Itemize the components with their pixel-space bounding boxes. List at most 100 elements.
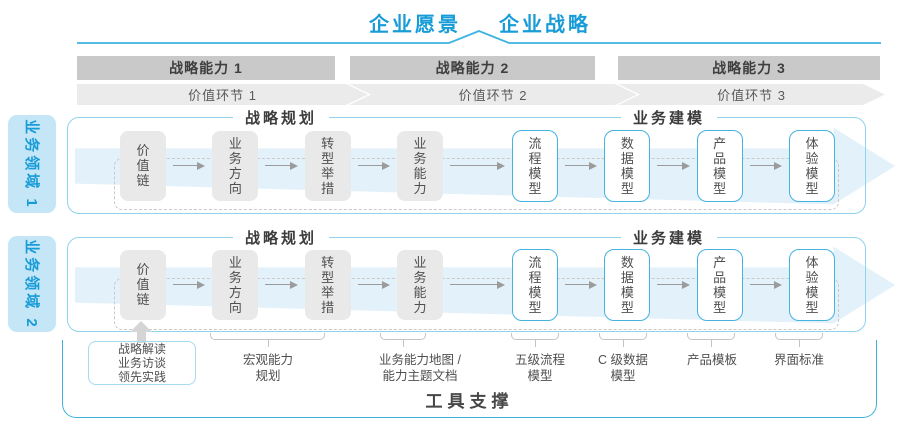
bracket-ui-standard bbox=[775, 333, 823, 347]
capability-bar-2-label: 战略能力 2 bbox=[435, 60, 510, 76]
modeling-header-1: 业务建模 bbox=[620, 107, 718, 128]
business-direction-box: 业务方向 bbox=[212, 249, 259, 320]
experience-model-box: 体验模型 bbox=[789, 248, 836, 321]
step-arrow-icon bbox=[258, 280, 304, 289]
step-arrow-icon bbox=[650, 280, 696, 289]
business-capability-box: 业务能力 bbox=[397, 130, 444, 201]
capability-bar-1-label: 战略能力 1 bbox=[169, 60, 243, 76]
annotation-line: 模型 bbox=[610, 369, 636, 383]
step-arrow-icon bbox=[743, 161, 789, 170]
experience-model-label: 体验模型 bbox=[805, 135, 819, 196]
annotation-line: 宏观能力 bbox=[242, 353, 294, 367]
annotation-line: 模型 bbox=[527, 369, 553, 383]
capability-bar-3: 战略能力 3 bbox=[618, 56, 880, 80]
peak-line-graphic bbox=[77, 30, 881, 44]
experience-model-label: 体验模型 bbox=[805, 254, 819, 315]
practice-line-1: 战略解读 bbox=[117, 342, 166, 356]
process-model-label: 流程模型 bbox=[528, 254, 542, 315]
business-capability-label: 业务能力 bbox=[413, 254, 427, 315]
data-model-box: 数据模型 bbox=[604, 129, 651, 202]
process-model-label: 流程模型 bbox=[528, 135, 542, 196]
annotation-macro-capability: 宏观能力 规划 bbox=[243, 352, 293, 384]
step-arrow-icon bbox=[558, 280, 604, 289]
business-direction-box: 业务方向 bbox=[212, 130, 259, 201]
business-capability-label: 业务能力 bbox=[413, 135, 427, 196]
planning-header-1: 战略规划 bbox=[232, 107, 330, 128]
bracket-process-model bbox=[511, 333, 559, 347]
annotation-ui-standard: 界面标准 bbox=[774, 352, 824, 368]
step-arrow-icon bbox=[558, 161, 604, 170]
data-model-label: 数据模型 bbox=[620, 254, 634, 315]
step-arrow-icon bbox=[743, 280, 789, 289]
transformation-label: 转型举措 bbox=[321, 135, 335, 196]
dashed-band-1 bbox=[114, 158, 839, 210]
annotation-line: 能力主题文档 bbox=[382, 369, 458, 383]
step-arrow-icon bbox=[650, 161, 696, 170]
practice-input-box: 战略解读 业务访谈 领先实践 bbox=[88, 341, 196, 385]
tools-support-label: 工具支撑 bbox=[425, 392, 514, 411]
step-arrow-icon bbox=[258, 161, 304, 170]
capability-bar-2: 战略能力 2 bbox=[350, 56, 595, 80]
value-chain-label: 价值链 bbox=[136, 262, 150, 307]
annotation-line: 产品模板 bbox=[686, 353, 738, 367]
domain-label-2-text: 业务领域 2 bbox=[22, 238, 40, 330]
annotation-line: 规划 bbox=[255, 369, 281, 383]
top-titles: 企业愿景 企业战略 bbox=[0, 8, 910, 37]
modeling-header-2: 业务建模 bbox=[620, 227, 718, 248]
domain-label-1-text: 业务领域 1 bbox=[22, 118, 40, 210]
experience-model-box: 体验模型 bbox=[789, 129, 836, 202]
capability-bar-1: 战略能力 1 bbox=[77, 56, 335, 80]
capability-bar-3-label: 战略能力 3 bbox=[712, 60, 786, 76]
business-domain-row-1: 战略规划 业务建模 价值链 业务方向 转型举措 业务能力 流程模型 数据模型 产… bbox=[67, 107, 866, 214]
step-arrow-icon bbox=[443, 280, 512, 289]
bracket-product-template bbox=[687, 333, 735, 347]
step-arrow-icon bbox=[166, 280, 212, 289]
process-chain-2: 价值链 业务方向 转型举措 业务能力 流程模型 数据模型 产品模型 体验模型 bbox=[120, 248, 836, 321]
process-model-box: 流程模型 bbox=[512, 248, 558, 321]
process-model-box: 流程模型 bbox=[512, 129, 558, 202]
product-model-box: 产品模型 bbox=[696, 248, 743, 321]
product-model-box: 产品模型 bbox=[696, 129, 743, 202]
bracket-macro-capability bbox=[210, 333, 325, 347]
bracket-capability-map bbox=[380, 333, 426, 347]
transformation-box: 转型举措 bbox=[304, 249, 351, 320]
annotation-product-template: 产品模板 bbox=[687, 352, 737, 368]
up-arrow-icon bbox=[130, 321, 152, 343]
value-link-2-label: 价值环节 2 bbox=[458, 88, 528, 103]
business-direction-label: 业务方向 bbox=[228, 135, 242, 196]
tools-support-container: 工具支撑 bbox=[62, 340, 877, 418]
transformation-label: 转型举措 bbox=[321, 254, 335, 315]
step-arrow-icon bbox=[351, 280, 397, 289]
annotation-capability-map: 业务能力地图 / 能力主题文档 bbox=[379, 352, 461, 384]
step-arrow-icon bbox=[351, 161, 397, 170]
value-link-3-label: 价值环节 3 bbox=[717, 88, 786, 103]
data-model-label: 数据模型 bbox=[620, 135, 634, 196]
annotation-data-model: C 级数据 模型 bbox=[598, 352, 648, 384]
transformation-box: 转型举措 bbox=[304, 130, 351, 201]
value-chain-box: 价值链 bbox=[120, 249, 166, 320]
dashed-band-2 bbox=[114, 278, 839, 330]
practice-line-3: 领先实践 bbox=[117, 370, 166, 384]
annotation-process-model: 五级流程 模型 bbox=[515, 352, 565, 384]
process-chain-1: 价值链 业务方向 转型举措 业务能力 流程模型 数据模型 产品模型 体验模型 bbox=[120, 129, 836, 202]
value-link-segment-1: 价值环节 1 bbox=[77, 84, 368, 105]
annotation-line: 业务能力地图 / bbox=[379, 353, 461, 367]
business-direction-label: 业务方向 bbox=[228, 254, 242, 315]
domain-label-1: 业务领域 1 bbox=[8, 115, 56, 213]
value-chain-box: 价值链 bbox=[120, 130, 166, 201]
step-arrow-icon bbox=[443, 161, 512, 170]
bracket-data-model bbox=[599, 333, 647, 347]
step-arrow-icon bbox=[166, 161, 212, 170]
value-chain-label: 价值链 bbox=[136, 143, 150, 188]
strategy-title: 企业战略 bbox=[499, 14, 591, 36]
value-link-1-label: 价值环节 1 bbox=[188, 88, 257, 103]
value-link-segment-3: 价值环节 3 bbox=[618, 84, 885, 105]
data-model-box: 数据模型 bbox=[604, 248, 651, 321]
practice-line-2: 业务访谈 bbox=[117, 356, 166, 370]
annotation-line: C 级数据 bbox=[597, 353, 649, 367]
business-capability-box: 业务能力 bbox=[397, 249, 444, 320]
product-model-label: 产品模型 bbox=[713, 135, 727, 196]
vision-title: 企业愿景 bbox=[369, 14, 461, 36]
product-model-label: 产品模型 bbox=[713, 254, 727, 315]
